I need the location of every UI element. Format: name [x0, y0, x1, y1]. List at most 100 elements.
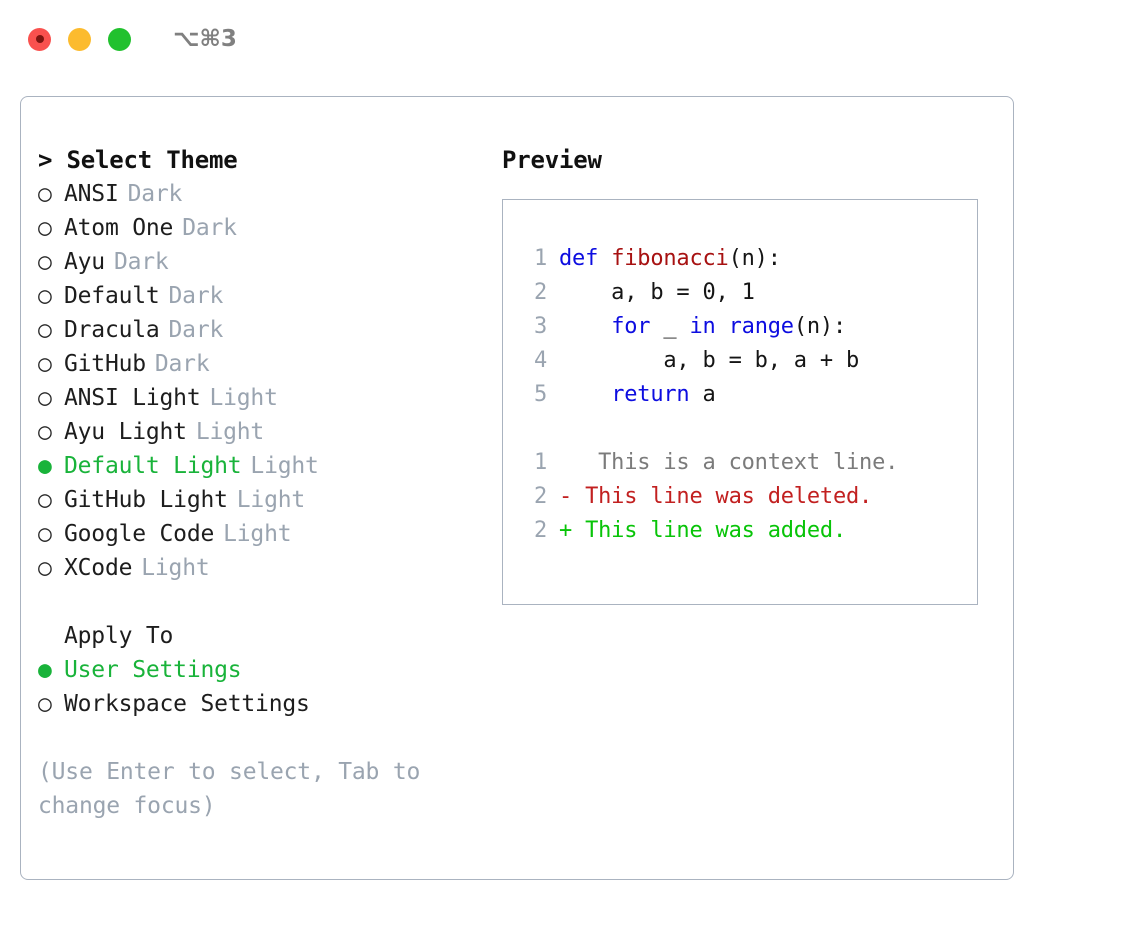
code-token-plain	[559, 314, 611, 339]
theme-option-variant-tag: Light	[141, 555, 210, 581]
theme-option-label: ANSI	[64, 181, 119, 207]
minimize-button[interactable]	[68, 27, 91, 51]
apply-to-option-label: User Settings	[64, 657, 242, 683]
theme-option-ansi-light[interactable]: ○ ANSI Light Light	[38, 381, 468, 415]
theme-option-github[interactable]: ○ GitHub Dark	[38, 347, 468, 381]
diff-line-number: 2	[533, 484, 547, 509]
code-line: 2 a, b = 0, 1	[521, 276, 977, 310]
radio-unselected-icon: ○	[38, 181, 52, 207]
code-line-number: 2	[533, 280, 547, 305]
theme-option-google-code[interactable]: ○ Google Code Light	[38, 517, 468, 551]
radio-unselected-icon: ○	[38, 283, 52, 309]
code-token-plain: a	[689, 382, 716, 407]
theme-option-dracula[interactable]: ○ Dracula Dark	[38, 313, 468, 347]
theme-option-xcode[interactable]: ○ XCode Light	[38, 551, 468, 585]
radio-unselected-icon: ○	[38, 215, 52, 241]
code-line-content: a, b = b, a + b	[559, 344, 859, 378]
code-token-keyword: for	[611, 314, 651, 339]
theme-option-label: Default Light	[64, 453, 242, 479]
theme-option-github-light[interactable]: ○ GitHub Light Light	[38, 483, 468, 517]
theme-option-label: Dracula	[64, 317, 160, 343]
keyboard-shortcut-label: ⌥⌘3	[173, 25, 237, 52]
code-line-number: 4	[533, 348, 547, 373]
theme-option-variant-tag: Light	[195, 419, 265, 445]
code-token-plain: _	[650, 314, 690, 339]
code-diff-spacer	[521, 412, 977, 446]
theme-option-variant-tag: Dark	[113, 249, 169, 275]
code-token-keyword: def	[559, 246, 612, 271]
diff-sample: 1 This is a context line. 2 - This line wa…	[521, 446, 977, 548]
apply-to-option-user-settings[interactable]: ● User Settings	[38, 653, 468, 687]
radio-selected-icon: ●	[38, 453, 52, 479]
code-token-plain: (n):	[793, 314, 847, 339]
diff-line-number: 2	[533, 518, 547, 543]
code-line-content: return a	[559, 378, 716, 412]
theme-option-variant-tag: Dark	[127, 181, 183, 207]
theme-option-label: GitHub Light	[64, 487, 228, 513]
code-line: 4 a, b = b, a + b	[521, 344, 977, 378]
theme-option-label: Google Code	[64, 521, 215, 547]
preview-title: Preview	[502, 146, 602, 174]
theme-option-variant-tag: Light	[209, 385, 278, 411]
code-line-content: def fibonacci(n):	[559, 242, 781, 276]
apply-to-option-list: ● User Settings ○Workspace Settings	[38, 653, 468, 721]
diff-line-content: This is a context line.	[559, 450, 899, 475]
theme-option-default-light[interactable]: ● Default Light Light	[38, 449, 468, 483]
theme-option-variant-tag: Light	[236, 487, 306, 513]
apply-to-header: Apply To	[64, 623, 174, 649]
theme-option-variant-tag: Dark	[168, 317, 224, 343]
code-token-function: fibonacci	[611, 246, 729, 271]
apply-to-option-label: Workspace Settings	[64, 691, 310, 717]
diff-line-content: + This line was added.	[559, 518, 846, 543]
theme-option-variant-tag: Light	[250, 453, 319, 479]
code-token-plain	[559, 382, 611, 407]
section-spacer	[38, 585, 468, 619]
radio-selected-icon: ●	[38, 657, 52, 683]
code-token-keyword: return	[611, 382, 690, 407]
apply-to-option-workspace-settings[interactable]: ○Workspace Settings	[38, 687, 468, 721]
radio-unselected-icon: ○	[38, 521, 52, 547]
theme-option-label: Ayu	[64, 249, 105, 275]
theme-option-ansi[interactable]: ○ ANSI Dark	[38, 177, 468, 211]
theme-option-default[interactable]: ○ Default Dark	[38, 279, 468, 313]
code-line-number: 5	[533, 382, 547, 407]
code-line-content: a, b = 0, 1	[559, 276, 755, 310]
radio-unselected-icon: ○	[38, 351, 52, 377]
close-button[interactable]	[28, 27, 51, 51]
diff-line-deleted: 2 - This line was deleted.	[521, 480, 977, 514]
radio-unselected-icon: ○	[38, 487, 52, 513]
code-line: 5 return a	[521, 378, 977, 412]
radio-unselected-icon: ○	[38, 555, 52, 581]
theme-option-variant-tag: Dark	[168, 283, 224, 309]
title-bar: ⌥⌘3	[0, 0, 1140, 78]
theme-option-variant-tag: Light	[223, 521, 292, 547]
diff-line-content: - This line was deleted.	[559, 484, 873, 509]
keyboard-hint-text: (Use Enter to select, Tab to change focu…	[38, 759, 421, 819]
theme-option-label: GitHub	[64, 351, 146, 377]
diff-line-added: 2 + This line was added.	[521, 514, 977, 548]
radio-unselected-icon: ○	[38, 317, 52, 343]
diff-line-context: 1 This is a context line.	[521, 446, 977, 480]
code-token-plain: a, b = 0, 1	[559, 280, 755, 305]
theme-option-label: XCode	[64, 555, 133, 581]
diff-line-number: 1	[533, 450, 547, 475]
code-line-content: for _ in range(n):	[559, 310, 846, 344]
radio-unselected-icon: ○	[38, 419, 52, 445]
code-token-keyword: in range	[689, 314, 794, 339]
code-line: 3 for _ in range(n):	[521, 310, 977, 344]
radio-unselected-icon: ○	[38, 385, 52, 411]
maximize-button[interactable]	[108, 27, 131, 51]
theme-option-label: Default	[64, 283, 160, 309]
theme-option-label: ANSI Light	[64, 385, 201, 411]
traffic-light-buttons	[28, 27, 131, 51]
theme-option-variant-tag: Dark	[182, 215, 237, 241]
theme-option-variant-tag: Dark	[154, 351, 210, 377]
